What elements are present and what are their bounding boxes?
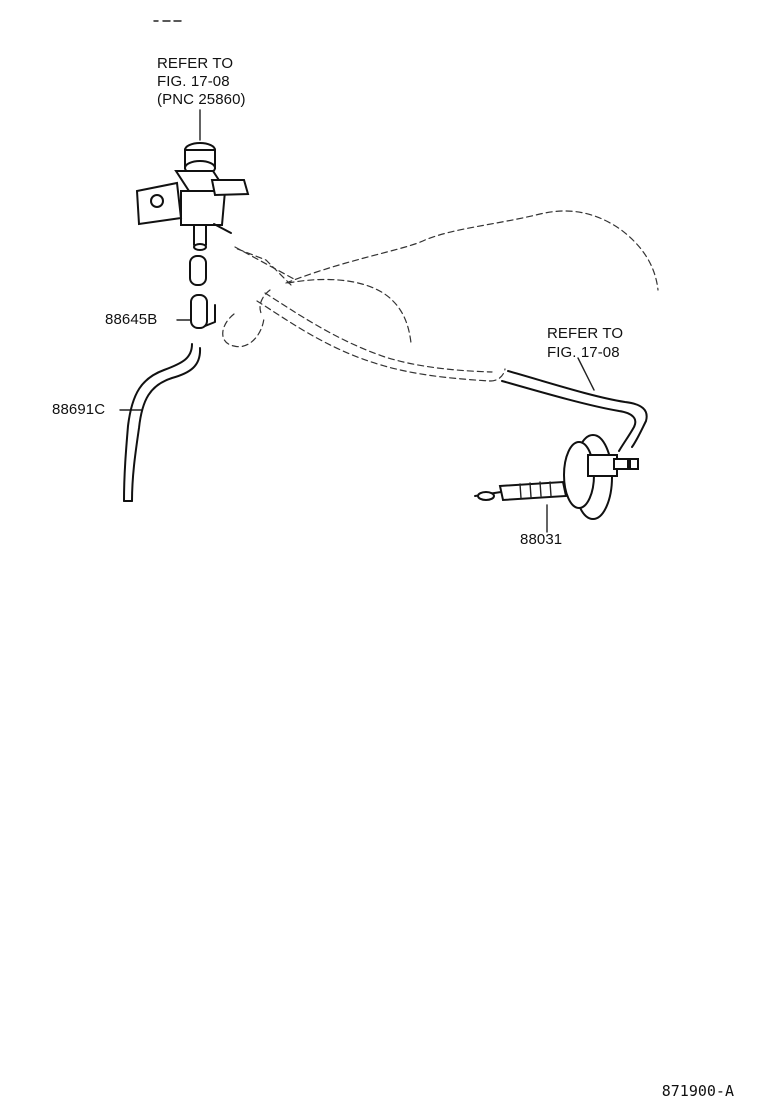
refer-top-line2: FIG. 17-08 — [157, 73, 230, 90]
part-88645B-label: 88645B — [105, 311, 158, 328]
engine-outline — [222, 210, 659, 382]
drawing-code: 871900-A — [661, 1082, 734, 1100]
part-88691C-label: 88691C — [52, 401, 106, 418]
refer-right-line1: REFER TO — [547, 325, 624, 342]
refer-right-line2: FIG. 17-08 — [547, 344, 620, 361]
actuator — [474, 434, 639, 520]
part-88031-label: 88031 — [520, 531, 563, 548]
vsv-valve — [135, 142, 250, 251]
refer-top-line3: (PNC 25860) — [157, 91, 246, 108]
right-hose — [501, 370, 648, 452]
left-hoses — [123, 255, 216, 502]
refer-top-line1: REFER TO — [157, 55, 234, 72]
